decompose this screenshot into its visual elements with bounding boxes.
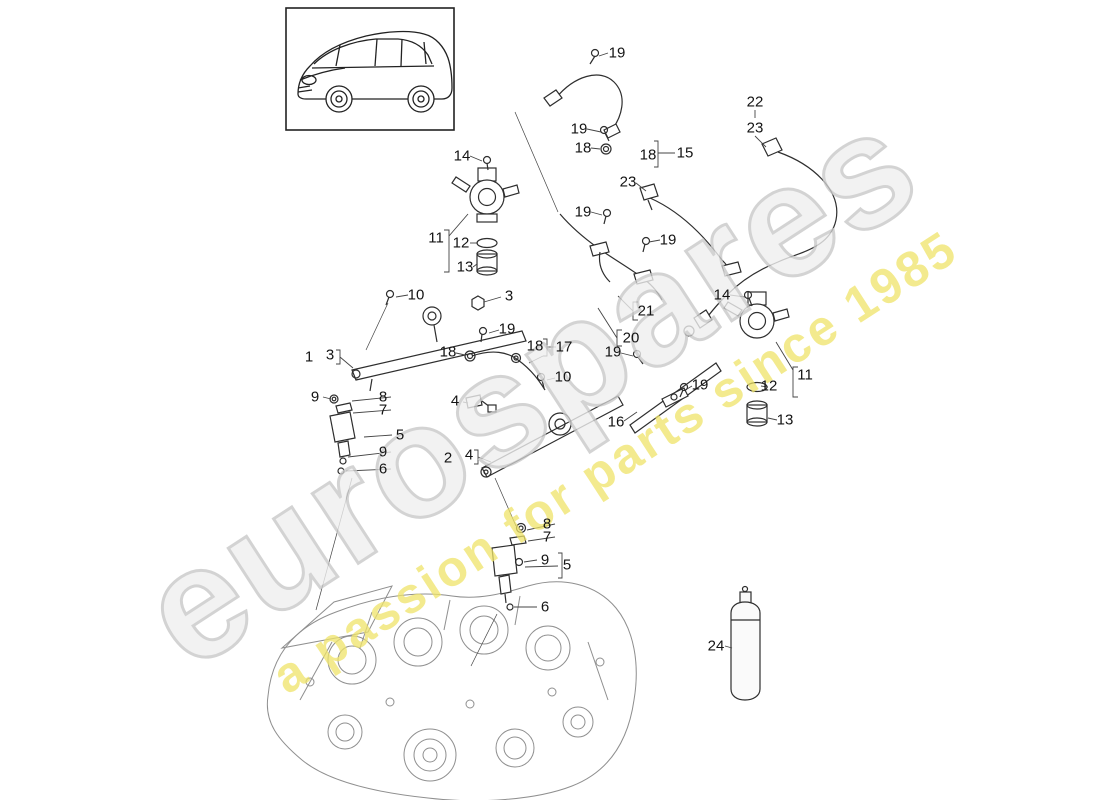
part-callout-9-32: 9 [310,388,320,406]
part-callout-10-26: 10 [554,368,572,386]
injector-left [329,394,356,475]
part-callout-19-27: 19 [691,376,709,394]
part-callout-19-10: 19 [659,231,677,249]
part-callout-1-20: 1 [304,348,314,366]
engine-sketch [266,581,637,800]
fuel-rail-left [351,295,527,392]
part-callout-5-36: 5 [395,426,405,444]
part-callout-18-23: 18 [526,337,544,355]
fuel-pipe-top [543,74,623,155]
part-callout-15-5: 15 [676,144,694,162]
part-callout-14-1: 14 [453,147,471,165]
part-callout-22-7: 22 [746,93,764,111]
part-callout-20-18: 20 [622,329,640,347]
leader-lines [315,52,798,667]
part-callout-7-34: 7 [378,401,388,419]
part-callout-2-39: 2 [443,449,453,467]
part-callout-4-35: 4 [450,392,460,410]
part-callout-8-41: 8 [542,515,552,533]
part-callout-19-19: 19 [498,320,516,338]
part-callout-16-30: 16 [607,413,625,431]
part-callout-3-21: 3 [325,346,335,364]
high-pressure-pump-right [723,291,790,427]
part-callout-6-45: 6 [540,598,550,616]
part-callout-19-2: 19 [570,120,588,138]
part-callout-18-3: 18 [574,139,592,157]
high-pressure-pump-left [451,167,520,276]
part-callout-3-15: 3 [504,287,514,305]
fuel-pipe-mid [464,350,546,391]
part-callout-4-40: 4 [464,446,474,464]
fuel-manifold-center [559,183,663,301]
fuel-hose-right [649,137,838,337]
part-callout-11-29: 11 [797,366,813,384]
vehicle-thumbnail [285,7,455,131]
part-callout-19-9: 19 [574,203,592,221]
part-callout-9-37: 9 [378,443,388,461]
hex-nut-icon [471,295,485,311]
part-callout-19-25: 19 [604,343,622,361]
part-callout-23-8: 23 [746,119,764,137]
screw-icons [385,48,753,398]
part-callout-12-12: 12 [452,234,470,252]
part-callout-13-13: 13 [456,258,474,276]
part-callout-17-24: 17 [555,338,573,356]
aerosol-can [730,585,761,701]
part-callout-10-14: 10 [407,286,425,304]
part-callout-13-31: 13 [776,411,794,429]
part-callout-6-38: 6 [378,460,388,478]
wheel-icon [325,85,435,113]
part-callout-23-6: 23 [619,173,637,191]
part-callout-9-43: 9 [540,551,550,569]
part-callout-14-17: 14 [713,286,731,304]
pressure-sensor [465,394,497,413]
part-callout-7-42: 7 [542,528,552,546]
part-callout-11-11: 11 [428,229,444,247]
injector-center [491,522,527,611]
part-callout-19-0: 19 [608,44,626,62]
part-callout-21-16: 21 [637,302,655,320]
part-callout-24-46: 24 [707,637,725,655]
part-callout-12-28: 12 [760,377,778,395]
part-callout-5-44: 5 [562,556,572,574]
part-callout-18-22: 18 [439,343,457,361]
part-callout-8-33: 8 [378,388,388,406]
part-callout-18-4: 18 [639,146,657,164]
fuel-rail-center [480,395,624,478]
